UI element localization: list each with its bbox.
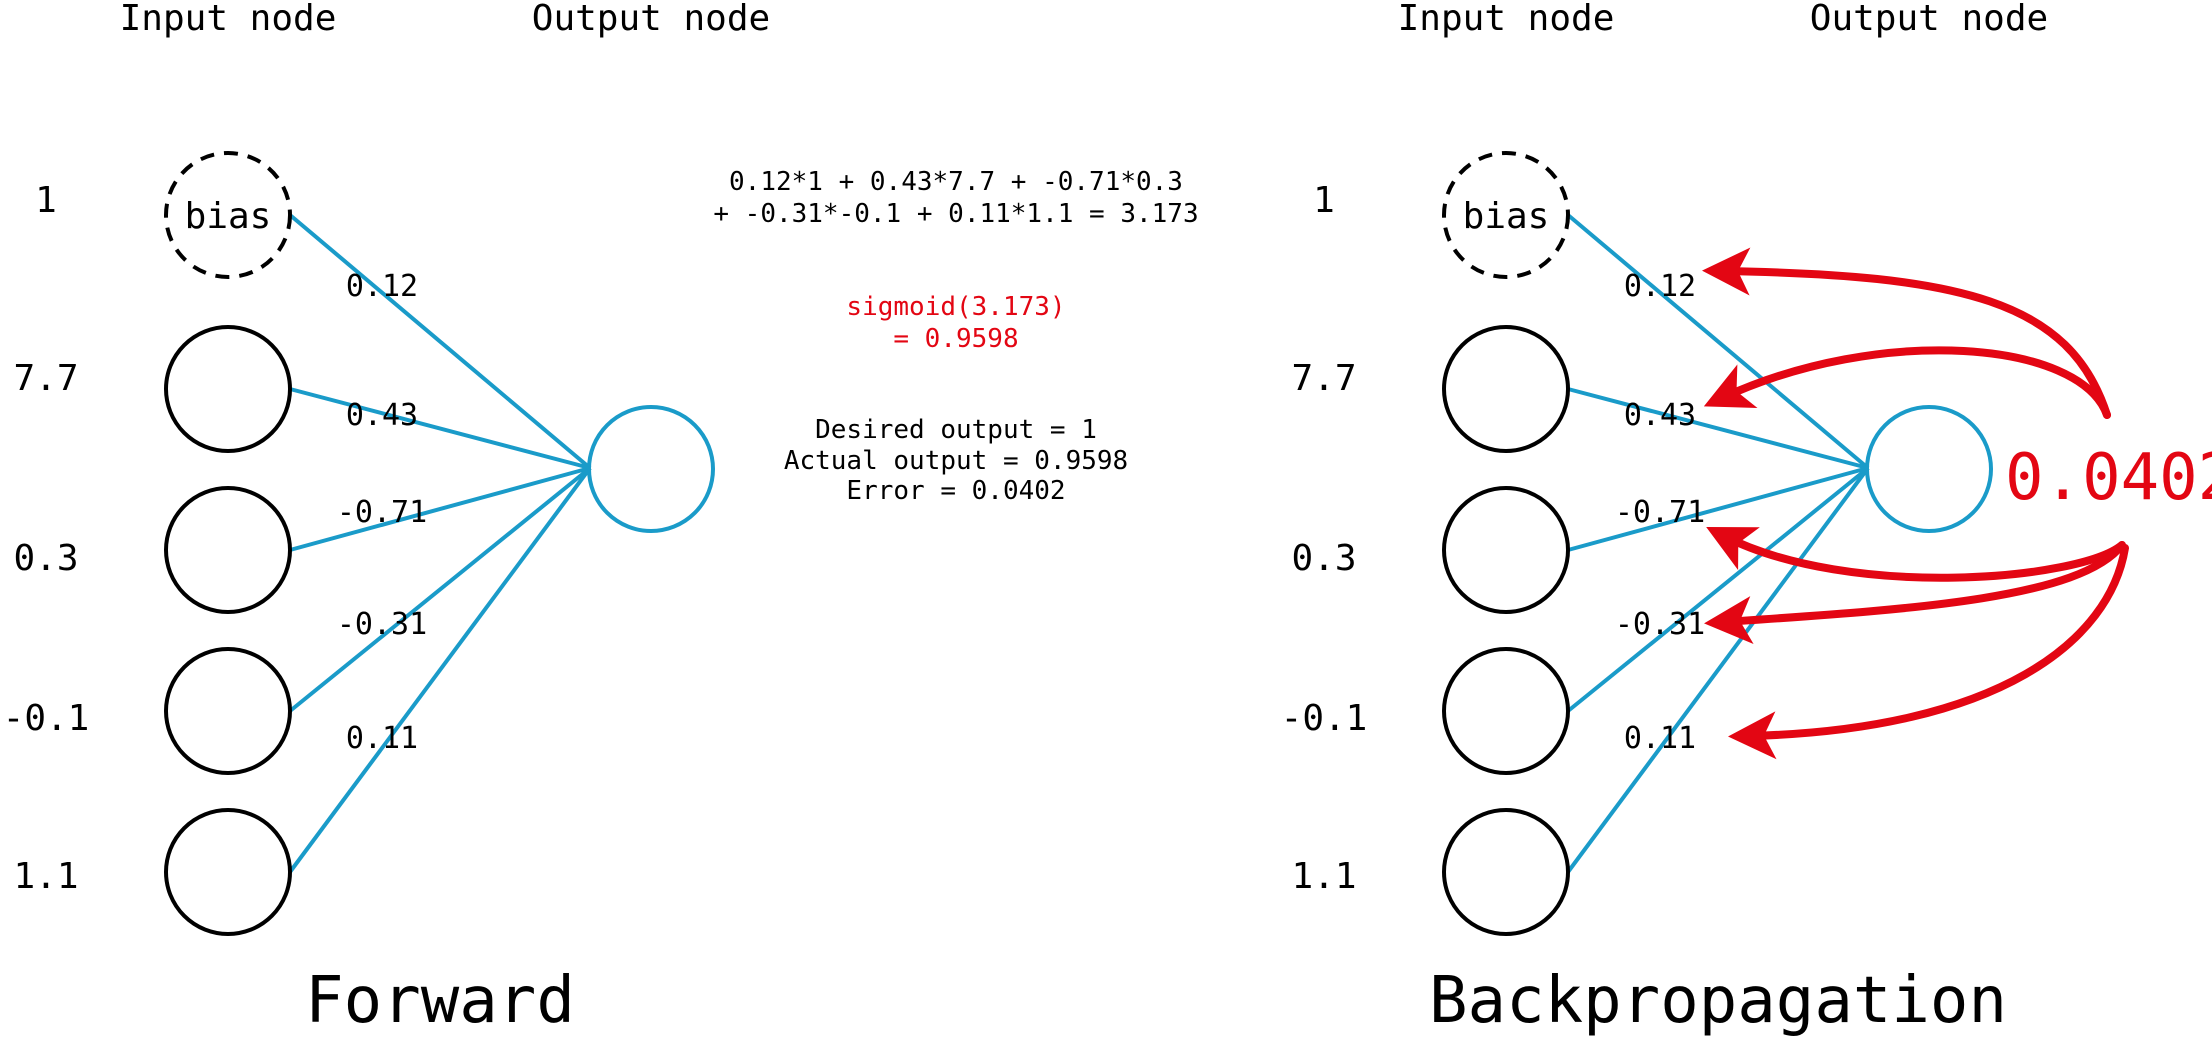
sigmoid-line: = 0.9598 [893,324,1018,354]
backprop-arrow-to-weight-0 [1702,247,2111,419]
backprop-input-value: 7.7 [1291,358,1356,399]
backprop-input-value: 0.3 [1291,538,1356,579]
forward-input-header: Input node [120,0,337,39]
backprop-input-value: 1.1 [1291,856,1356,897]
forward-input-value: 1 [35,180,57,221]
forward-panel: Input node Output node 1 7.7 0.3 -0.1 1.… [3,0,1199,1038]
error-calc-line: Error = 0.0402 [846,476,1065,506]
backprop-input-node [1442,486,1570,614]
backprop-error-value: 0.0402 [2005,441,2212,515]
backprop-input-node [1442,808,1570,936]
backprop-arrow-to-weight-1 [1703,346,2111,419]
backprop-weight-label: 0.43 [1624,398,1696,433]
forward-edge-1 [289,387,591,470]
backprop-title: Backpropagation [1429,964,2007,1038]
backprop-arrow-to-weight-4 [1728,544,2129,760]
backprop-input-value: 1 [1313,180,1335,221]
backprop-weight-label: -0.71 [1615,495,1705,530]
backprop-weight-label: 0.11 [1624,721,1696,756]
forward-input-value: 7.7 [13,358,78,399]
weighted-sum-line: 0.12*1 + 0.43*7.7 + -0.71*0.3 [729,167,1183,197]
forward-bias-label: bias [185,196,272,237]
backprop-input-node [1442,325,1570,453]
forward-input-node [164,486,292,614]
forward-input-value: 0.3 [13,538,78,579]
backprop-edge-2 [1567,466,1869,552]
forward-weight-label: 0.11 [346,721,418,756]
backprop-arrow-to-weight-2 [1706,526,2126,582]
forward-edge-2 [289,466,591,552]
backprop-edge-1 [1567,387,1869,470]
forward-input-value: -0.1 [3,698,90,739]
forward-input-node [164,647,292,775]
sigmoid-line: sigmoid(3.173) [846,292,1065,322]
forward-title: Forward [305,964,575,1038]
backprop-bias-node [1442,151,1570,279]
forward-input-node [164,808,292,936]
forward-input-node [164,325,292,453]
backprop-weight-label: -0.31 [1615,607,1705,642]
backprop-input-value: -0.1 [1281,698,1368,739]
weighted-sum-line: + -0.31*-0.1 + 0.11*1.1 = 3.173 [713,199,1198,229]
forward-weight-label: 0.12 [346,269,418,304]
forward-edge-3 [288,466,592,713]
forward-input-value: 1.1 [13,856,78,897]
error-calc-line: Actual output = 0.9598 [784,446,1128,476]
backprop-output-header: Output node [1810,0,2048,39]
backprop-edge-4 [1566,466,1870,874]
forward-edge-4 [288,466,592,874]
error-calc-line: Desired output = 1 [815,415,1097,445]
backprop-weight-label: 0.12 [1624,269,1696,304]
forward-output-header: Output node [532,0,770,39]
backprop-input-header: Input node [1398,0,1615,39]
backprop-input-node [1442,647,1570,775]
backprop-edge-bias [1566,213,1870,470]
backprop-bias-label: bias [1463,196,1550,237]
forward-weight-label: -0.31 [337,607,427,642]
forward-weight-label: -0.71 [337,495,427,530]
forward-weight-label: 0.43 [346,398,418,433]
forward-edge-bias [288,213,592,470]
backprop-edge-3 [1566,466,1870,713]
backprop-output-node [1865,405,1993,533]
backprop-arrow-to-weight-3 [1704,541,2126,645]
forward-output-node [587,405,715,533]
forward-bias-node [164,151,292,279]
backprop-panel: Input node Output node 1 7.7 0.3 -0.1 1.… [1281,0,2212,1038]
